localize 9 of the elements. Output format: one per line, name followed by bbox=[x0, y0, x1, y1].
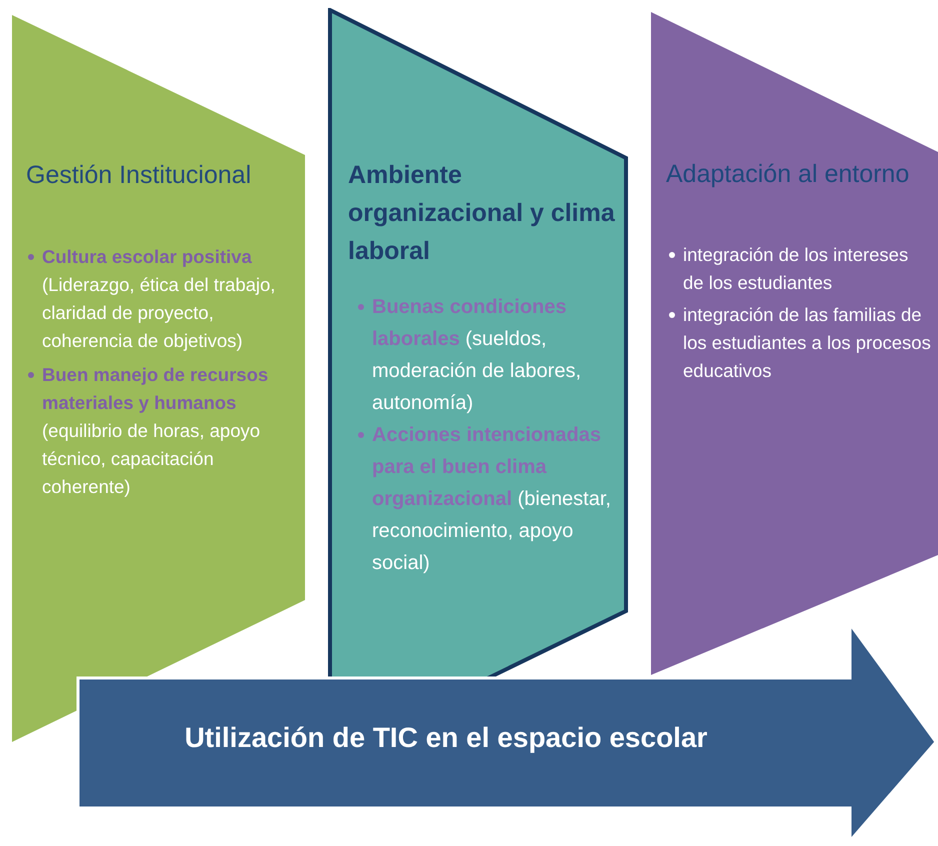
bullet-text: Acciones intencionadas para el buen clima organizacional (bienestar, reconocimiento, apoyo social) bbox=[372, 423, 612, 576]
bullet-text: Buenas condiciones laborales (sueldos, moderación de labores, autonomía) bbox=[372, 295, 582, 416]
bullet-text: Buen manejo de recursos materiales y humanos (equilibrio de horas, apoyo técnico, capacitación coherente) bbox=[42, 363, 270, 499]
bullet-text: Cultura escolar positiva (Liderazgo, ética del trabajo, claridad de proyecto, coherencia de objetivos) bbox=[42, 245, 276, 353]
arrow-label: Utilización de TIC en el espacio escolar bbox=[184, 721, 708, 755]
heading: Ambiente organizacional y clima laboral bbox=[348, 160, 616, 267]
heading: Adaptación al entorno bbox=[666, 159, 910, 190]
heading: Gestión Institucional bbox=[26, 160, 252, 191]
bullet-text: integración de las familias de los estudiantes a los procesos educativos bbox=[683, 303, 932, 383]
